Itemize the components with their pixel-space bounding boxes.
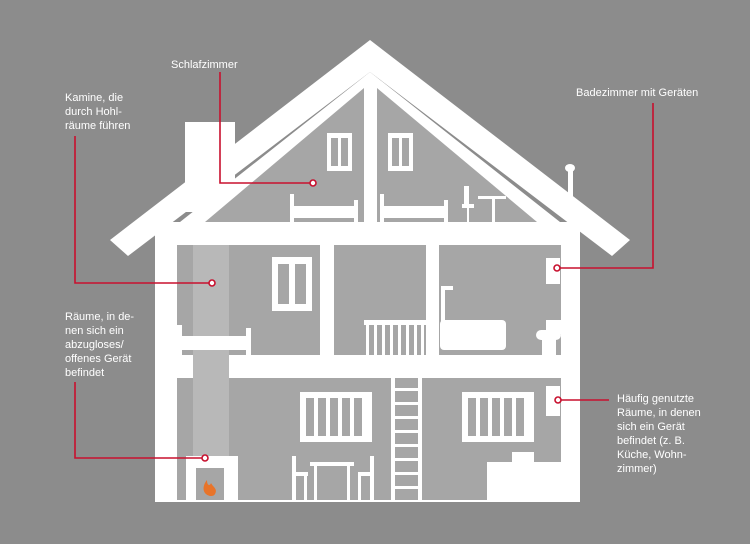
room-hall-1f — [334, 245, 426, 355]
svg-text:Küche, Wohn-: Küche, Wohn- — [617, 449, 687, 461]
attic-room-right — [377, 88, 537, 222]
svg-text:nen sich ein: nen sich ein — [65, 325, 124, 337]
flue-pipe — [568, 170, 573, 210]
svg-text:befindet (z. B.: befindet (z. B. — [617, 435, 685, 447]
svg-text:Kamine, die: Kamine, die — [65, 92, 123, 104]
label-haeufig: Häufig genutzte Räume, in denen sich ein… — [617, 393, 701, 475]
svg-text:Räume, in denen: Räume, in denen — [617, 407, 701, 419]
svg-text:Häufig genutzte: Häufig genutzte — [617, 393, 694, 405]
label-kamine: Kamine, die durch Hohl- räume führen — [65, 92, 130, 132]
leader-lines — [74, 72, 654, 462]
svg-text:Räume, in de-: Räume, in de- — [65, 311, 134, 323]
svg-text:räume führen: räume führen — [65, 120, 130, 132]
table-icon — [292, 456, 374, 500]
boiler-kitchen — [546, 386, 560, 416]
attic-room-left — [205, 88, 364, 222]
leader-offenes-geraet — [74, 382, 202, 459]
fireplace — [186, 456, 238, 500]
house-icon — [110, 40, 630, 502]
kitchen-counter — [487, 452, 561, 500]
svg-text:sich ein Gerät: sich ein Gerät — [617, 421, 685, 433]
svg-text:zimmer): zimmer) — [617, 463, 657, 475]
bathtub-icon — [440, 286, 506, 350]
svg-text:befindet: befindet — [65, 367, 104, 379]
leader-schlafzimmer — [219, 72, 311, 184]
label-badezimmer: Badezimmer mit Geräten — [576, 87, 698, 99]
label-offenes-geraet: Räume, in de- nen sich ein abzugloses/ o… — [65, 311, 134, 379]
svg-text:offenes Gerät: offenes Gerät — [65, 353, 131, 365]
stairs-icon — [364, 320, 426, 500]
desk-icon — [462, 186, 506, 222]
label-schlafzimmer: Schlafzimmer — [171, 59, 238, 71]
toilet-icon — [536, 320, 561, 355]
svg-text:abzugloses/: abzugloses/ — [65, 339, 125, 351]
leader-kamine — [74, 136, 209, 284]
bed-icon — [177, 194, 448, 355]
leader-badezimmer — [560, 103, 654, 269]
fire-icon — [203, 480, 216, 496]
svg-text:durch Hohl-: durch Hohl- — [65, 106, 122, 118]
